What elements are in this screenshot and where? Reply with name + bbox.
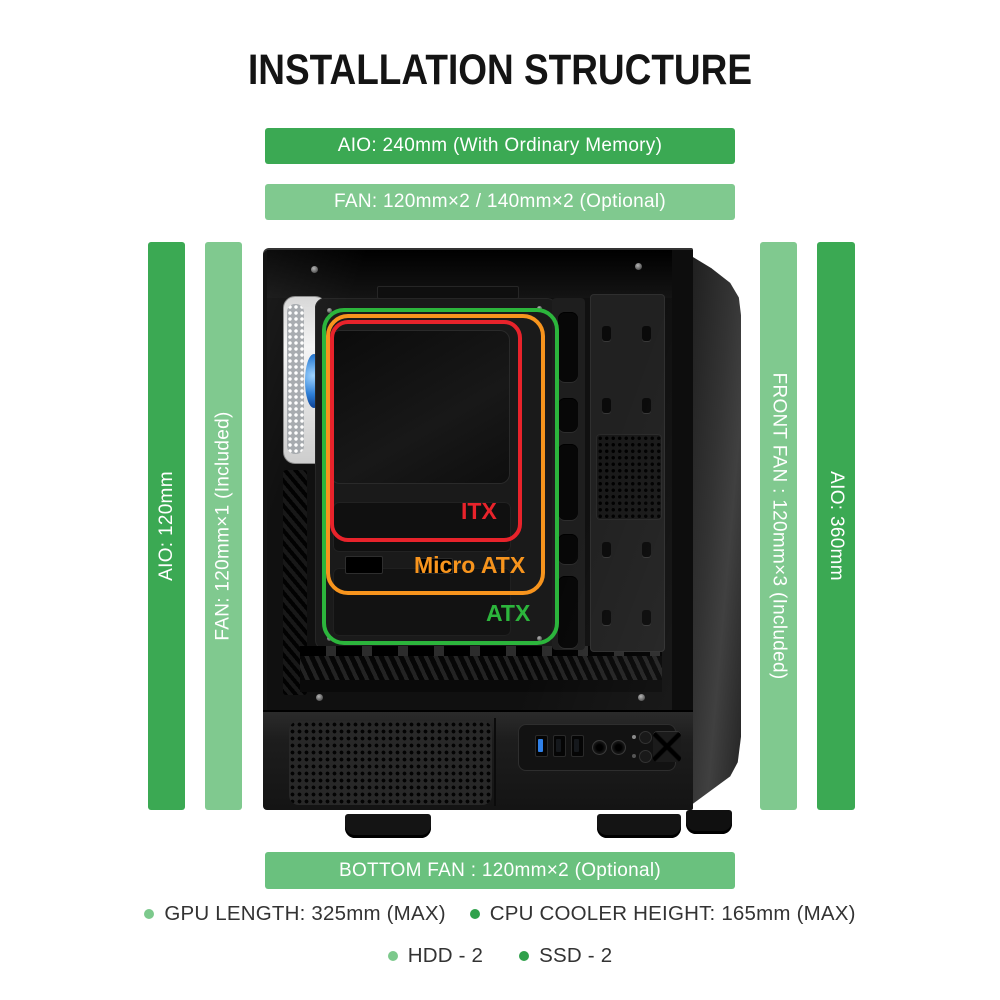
mount-hole bbox=[642, 610, 651, 625]
cable-slot bbox=[558, 444, 578, 520]
glass-screw bbox=[638, 694, 645, 701]
spec-label: GPU LENGTH: 325mm (MAX) bbox=[164, 902, 446, 925]
standoff-screw bbox=[327, 308, 332, 313]
banner-right-aio: AIO: 360mm bbox=[817, 242, 855, 810]
usb3-port bbox=[535, 735, 548, 757]
front-io-panel bbox=[518, 724, 681, 771]
cable-slot bbox=[558, 576, 578, 648]
drive-tray-panel bbox=[590, 294, 665, 652]
case-bottom-panel bbox=[263, 710, 693, 810]
banner-top-aio: AIO: 240mm (With Ordinary Memory) bbox=[265, 128, 735, 164]
spec-row: HDD - 2 SSD - 2 bbox=[0, 944, 1000, 968]
mount-hole bbox=[642, 326, 651, 341]
banner-right-front-fan: FRONT FAN : 120mm×3 (Included) bbox=[760, 242, 797, 810]
banner-left-aio: AIO: 120mm bbox=[148, 242, 185, 810]
atx-label: ATX bbox=[486, 600, 531, 626]
spec-item-ssd: SSD - 2 bbox=[519, 944, 612, 968]
micro-atx-outline bbox=[326, 314, 545, 595]
fan-perforation bbox=[287, 304, 304, 454]
reset-button bbox=[639, 750, 652, 763]
banner-left-fan: FAN: 120mm×1 (Included) bbox=[205, 242, 242, 810]
bullet-dot bbox=[469, 909, 480, 919]
spec-label: CPU COOLER HEIGHT: 165mm (MAX) bbox=[489, 902, 856, 925]
spec-item-cpu-cooler-height: CPU COOLER HEIGHT: 165mm (MAX) bbox=[469, 902, 856, 926]
banner-top-fan: FAN: 120mm×2 / 140mm×2 (Optional) bbox=[265, 184, 735, 220]
itx-outline bbox=[330, 320, 522, 542]
hdd-led bbox=[632, 754, 636, 758]
bullet-dot bbox=[519, 951, 530, 961]
panel-seam bbox=[494, 718, 496, 806]
bullet-dot bbox=[387, 951, 398, 961]
bullet-dot bbox=[144, 909, 155, 919]
micro-atx-label: Micro ATX bbox=[414, 552, 526, 578]
glass-frame bbox=[670, 250, 693, 710]
cable-clip bbox=[345, 556, 383, 574]
power-button bbox=[653, 731, 681, 762]
case-foot bbox=[686, 810, 732, 834]
tray-recess bbox=[333, 502, 511, 552]
pc-case-photo: ITX Micro ATX ATX bbox=[263, 246, 741, 838]
case-side-panel bbox=[687, 253, 741, 809]
usb-port bbox=[571, 735, 584, 757]
mount-hole bbox=[642, 542, 651, 557]
cable-slot bbox=[558, 534, 578, 564]
power-led bbox=[632, 735, 636, 739]
psu-shroud-vents bbox=[300, 656, 662, 680]
cpu-cutout bbox=[330, 330, 510, 484]
cable-slot bbox=[558, 312, 578, 382]
mount-hole bbox=[602, 610, 611, 625]
headphone-jack bbox=[611, 740, 626, 755]
mount-hole bbox=[602, 398, 611, 413]
mic-jack bbox=[592, 740, 607, 755]
atx-outline bbox=[322, 308, 559, 645]
spec-item-hdd: HDD - 2 bbox=[387, 944, 484, 968]
spec-label: SSD - 2 bbox=[539, 944, 613, 967]
psu-shroud-rail bbox=[300, 646, 662, 656]
glass-screw bbox=[316, 694, 323, 701]
glass-screw bbox=[311, 266, 318, 273]
glass-screw bbox=[635, 263, 642, 270]
usb-port bbox=[553, 735, 566, 757]
psu-shroud bbox=[300, 680, 662, 692]
spec-row: GPU LENGTH: 325mm (MAX) CPU COOLER HEIGH… bbox=[0, 902, 1000, 926]
page-title: INSTALLATION STRUCTURE bbox=[248, 46, 752, 94]
led-mode-button bbox=[639, 731, 652, 744]
cable-clip bbox=[419, 558, 453, 574]
case-foot bbox=[345, 814, 431, 838]
drive-cage-vent bbox=[596, 434, 662, 520]
mount-hole bbox=[602, 542, 611, 557]
cable-slot bbox=[558, 398, 578, 432]
banner-bottom-fan: BOTTOM FAN : 120mm×2 (Optional) bbox=[265, 852, 735, 889]
intake-mesh bbox=[289, 721, 492, 805]
mount-hole bbox=[642, 398, 651, 413]
case-foot bbox=[597, 814, 681, 838]
itx-label: ITX bbox=[461, 498, 497, 524]
spec-label: HDD - 2 bbox=[407, 944, 484, 967]
tray-recess bbox=[333, 568, 511, 636]
mount-hole bbox=[602, 326, 611, 341]
spec-item-gpu-length: GPU LENGTH: 325mm (MAX) bbox=[144, 902, 446, 926]
